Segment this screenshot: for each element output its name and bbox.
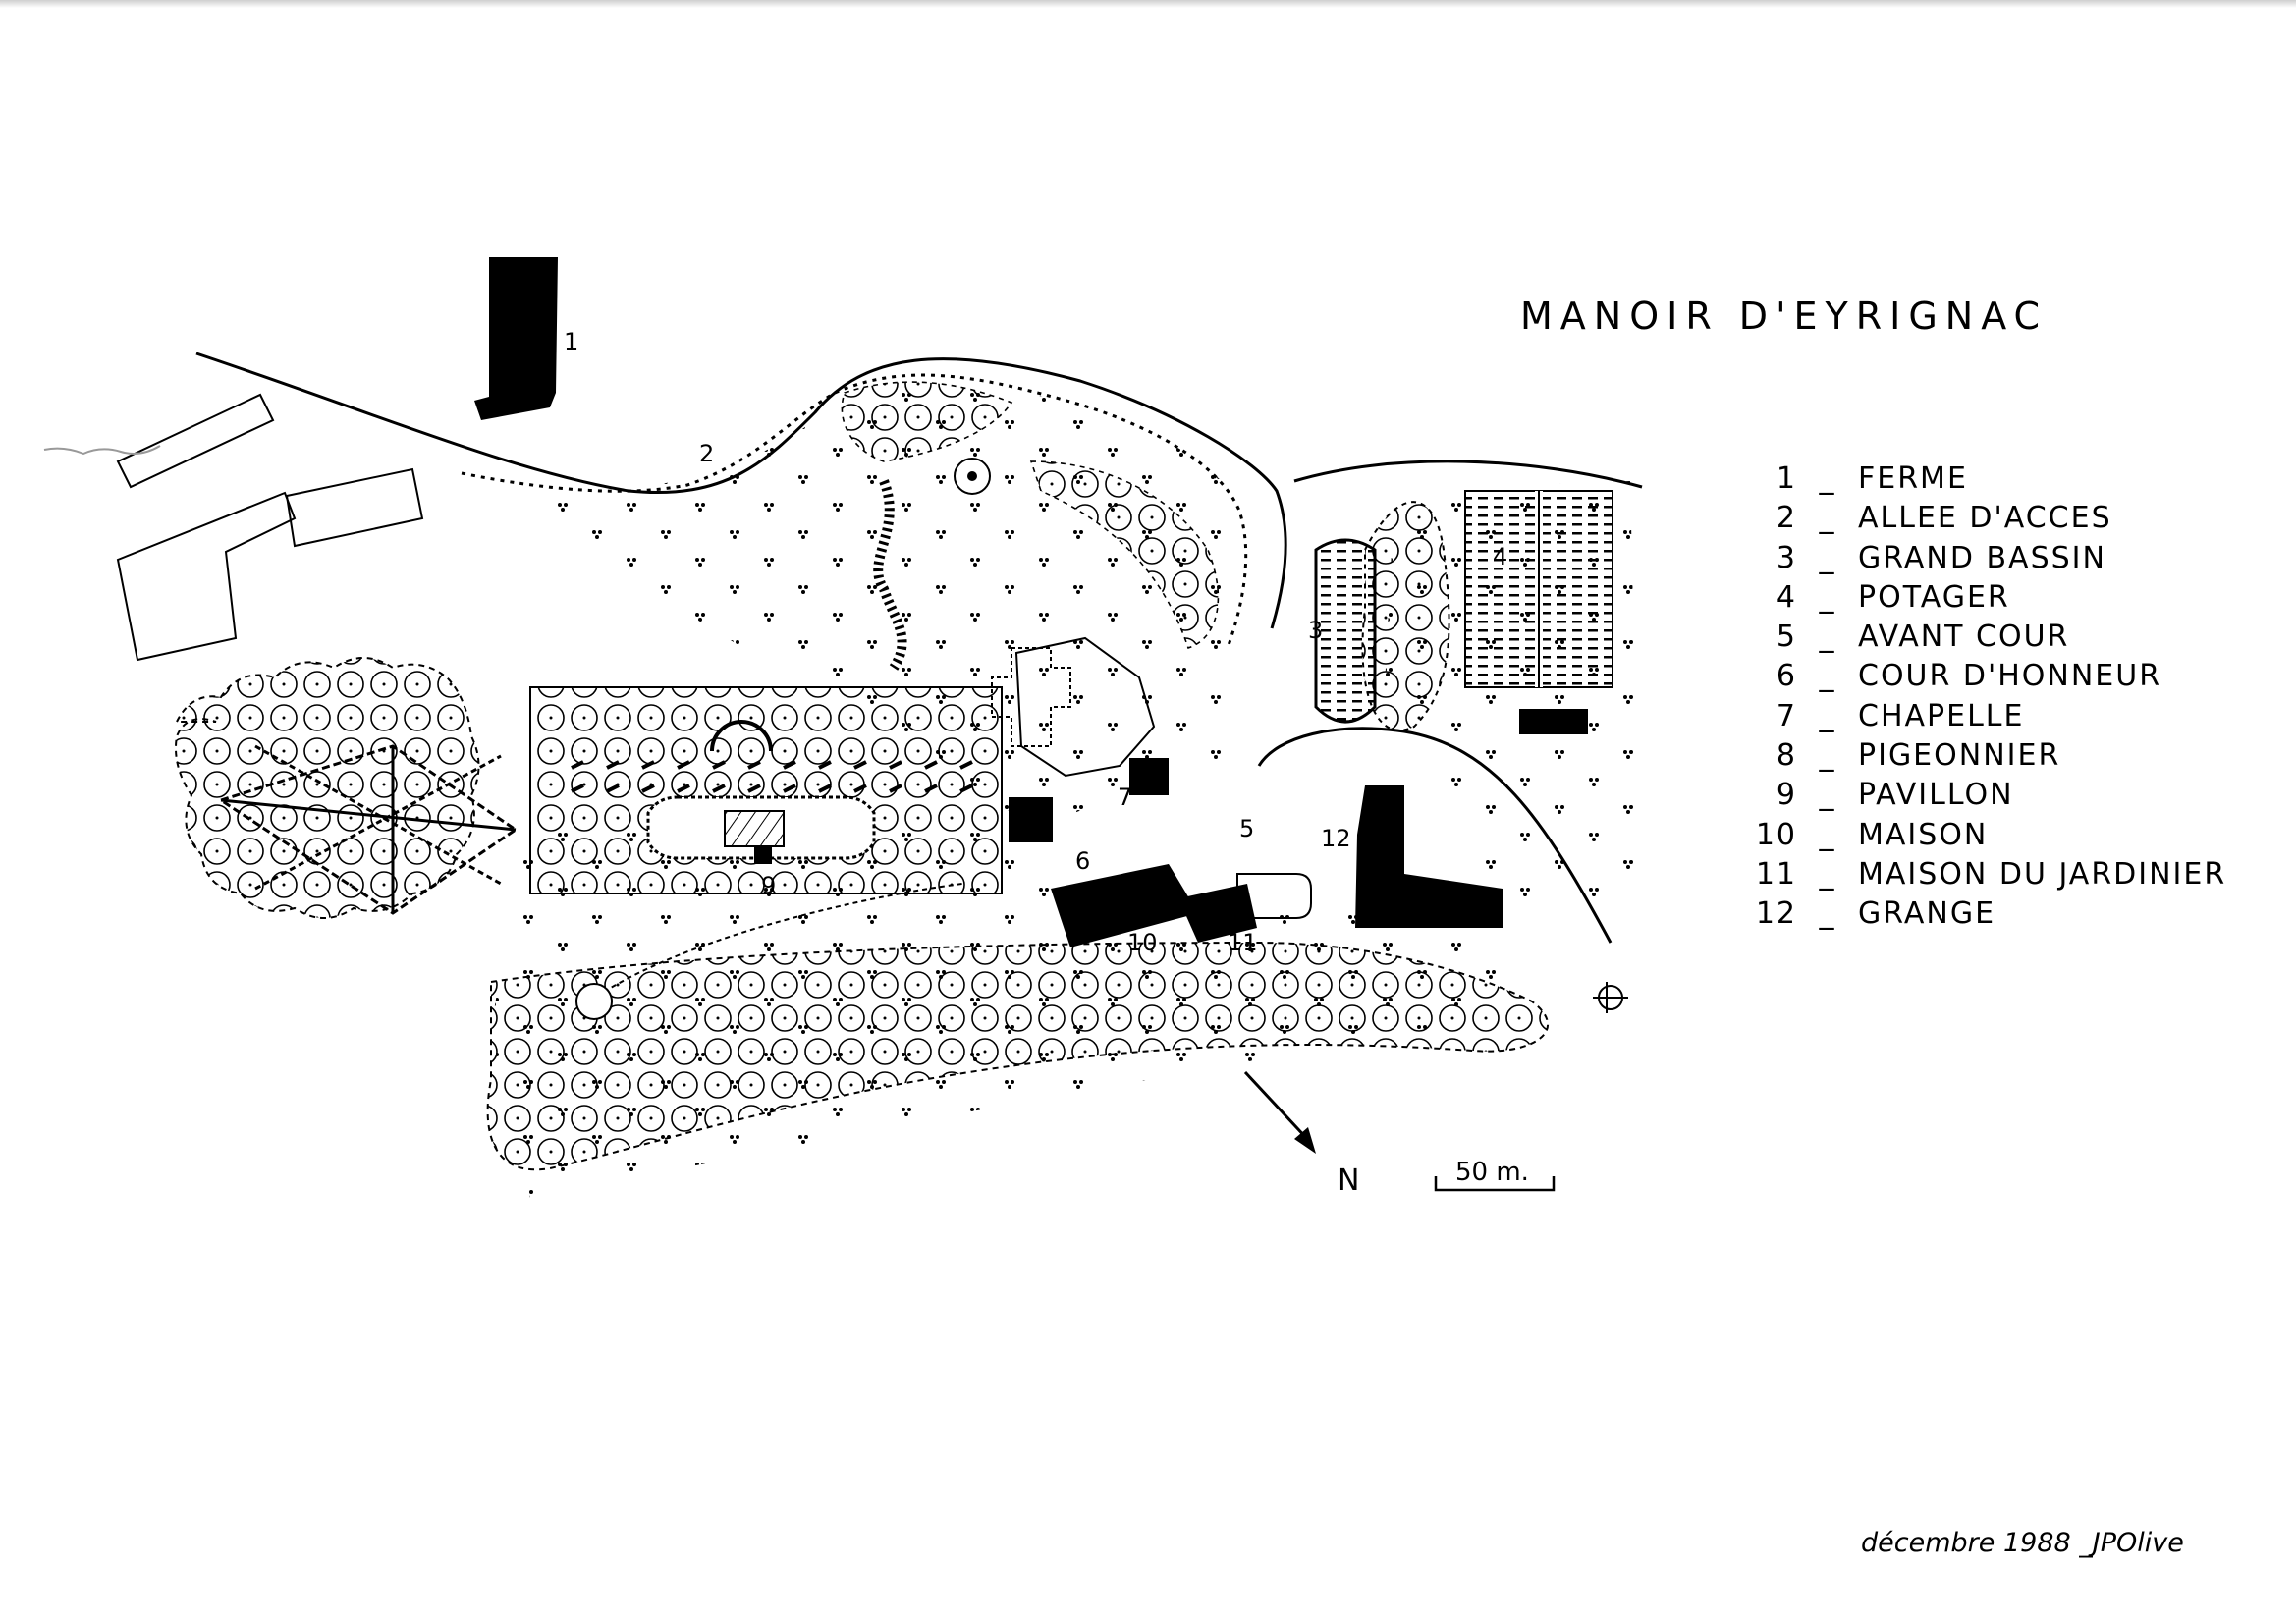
map-labels: 1 2 3 4 5 6 7 8 9 10 11 12 [564,328,1507,956]
map-label-1: 1 [564,328,578,355]
legend: 1_FERME 2_ALLEE D'ACCES 3_GRAND BASSIN 4… [1746,460,2226,935]
grand-bassin [1314,538,1377,724]
map-label-2: 2 [699,440,714,467]
legend-item: 9_PAVILLON [1776,778,2014,813]
access-road-north [195,352,1287,629]
scan-edge [0,0,2296,8]
legend-item: 2_ALLEE D'ACCES [1776,501,2112,536]
map-label-5: 5 [1239,815,1254,842]
map-label-4: 4 [1493,543,1507,570]
tree-cluster-north [841,381,1013,462]
tree-row-east [1361,501,1450,731]
building-ferme [474,257,558,420]
tree-belt-south [486,941,1549,1171]
scale-label: 50 m. [1455,1158,1529,1187]
building-potager-shed [1519,709,1588,734]
tree-arc-north [1029,460,1220,650]
pavillon [754,846,772,864]
rond-point [575,983,613,1020]
map-label-8: 8 [1039,818,1054,845]
legend-item: 11_MAISON DU JARDINIER [1755,856,2227,892]
road-east-north [1293,460,1643,489]
legend-item: 7_CHAPELLE [1776,698,2025,733]
building-chapelle [1129,758,1169,795]
legend-item: 12_GRANGE [1755,896,1996,932]
pool-basin [724,810,785,847]
legend-item: 10_MAISON [1755,817,1989,852]
map-label-3: 3 [1308,617,1323,644]
map-label-6: 6 [1075,847,1090,875]
exedra [710,720,773,752]
avant-cour-fountain [1236,873,1312,919]
pencil-scribble [43,445,161,456]
potager [1464,490,1613,688]
map-label-10: 10 [1127,929,1158,956]
legend-item: 6_COUR D'HONNEUR [1776,659,2162,694]
garden-path-south [588,883,963,1002]
manor-garden [1014,636,1156,778]
parterre-diagonals [217,744,519,915]
map-label-7: 7 [1118,784,1132,811]
building-pigeonnier [1009,797,1053,842]
credit-line: décembre 1988 _JPOlive [1861,1528,2184,1558]
stepped-path [873,479,907,671]
outbuildings-west [116,393,424,662]
buildings [474,257,1588,947]
legend-item: 4_POTAGER [1776,579,2010,615]
legend-item: 8_PIGEONNIER [1776,738,2061,774]
scale-bar: 50 m. [1434,1158,1556,1192]
north-arrow: N [1243,1070,1359,1198]
author-monogram [1593,982,1628,1013]
manor-terrace [991,647,1071,747]
legend-item: 3_GRAND BASSIN [1776,540,2106,575]
legend-item: 5_AVANT COUR [1776,620,2070,655]
north-label: N [1338,1163,1359,1198]
map-label-11: 11 [1228,929,1258,956]
map-title: MANOIR D'EYRIGNAC [1520,295,2049,338]
topiary-row [550,746,982,795]
building-maison [1051,864,1198,947]
legend-item: 1_FERME [1776,461,1968,496]
map-label-9: 9 [761,872,776,899]
building-grange [1355,785,1503,928]
map-label-12: 12 [1321,825,1351,852]
